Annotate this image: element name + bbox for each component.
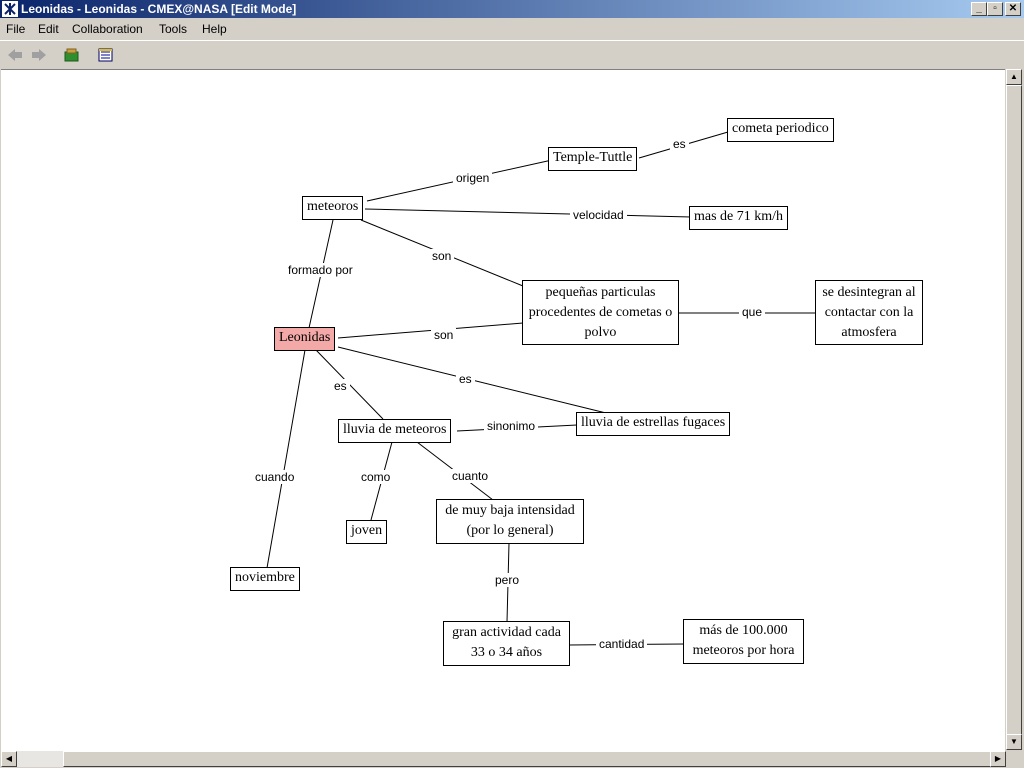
link-velocidad[interactable]: velocidad: [570, 208, 627, 222]
title-bar: Leonidas - Leonidas - CMEX@NASA [Edit Mo…: [0, 0, 1024, 18]
concept-lluvia-de-estrellas[interactable]: lluvia de estrellas fugaces: [576, 412, 731, 436]
scroll-up-arrow-icon[interactable]: ▲: [1006, 69, 1022, 85]
list-icon[interactable]: [97, 47, 115, 63]
restore-button[interactable]: ▫: [987, 2, 1003, 16]
concept-desintegran[interactable]: se desintegran al contactar con la atmos…: [815, 280, 923, 345]
toolbar: [0, 40, 1024, 68]
menu-tools[interactable]: Tools: [159, 22, 188, 36]
concept-temple-tuttle[interactable]: Temple-Tuttle: [548, 147, 638, 171]
menu-edit[interactable]: Edit: [38, 22, 59, 36]
menu-bar: File Edit Collaboration Tools Help: [0, 19, 1024, 39]
menu-collaboration[interactable]: Collaboration: [72, 22, 143, 36]
scroll-down-arrow-icon[interactable]: ▼: [1006, 734, 1022, 750]
concept-gran-actividad[interactable]: gran actividad cada 33 o 34 años: [443, 621, 570, 666]
link-son-leonidas[interactable]: son: [431, 328, 457, 342]
concept-leonidas[interactable]: Leonidas: [274, 327, 336, 351]
horizontal-scrollbar[interactable]: ◀ ▶: [1, 751, 1006, 767]
concept-map-canvas[interactable]: Temple-Tuttle cometa periodico meteoros …: [1, 69, 1005, 751]
link-que[interactable]: que: [739, 305, 766, 319]
scroll-right-arrow-icon[interactable]: ▶: [990, 751, 1006, 767]
window-title: Leonidas - Leonidas - CMEX@NASA [Edit Mo…: [21, 2, 297, 16]
app-icon: [2, 1, 18, 17]
concept-joven[interactable]: joven: [346, 520, 388, 544]
link-como[interactable]: como: [358, 470, 394, 484]
link-cantidad[interactable]: cantidad: [596, 637, 648, 651]
concept-meteoros[interactable]: meteoros: [302, 196, 364, 220]
close-button[interactable]: ✕: [1005, 2, 1021, 16]
arrow-right-icon[interactable]: [30, 47, 48, 63]
menu-help[interactable]: Help: [202, 22, 227, 36]
concept-noviembre[interactable]: noviembre: [230, 567, 300, 591]
link-es-cometa[interactable]: es: [670, 137, 689, 151]
concept-lluvia-de-meteoros[interactable]: lluvia de meteoros: [338, 419, 452, 443]
concept-cometa-periodico[interactable]: cometa periodico: [727, 118, 834, 142]
link-origen[interactable]: origen: [453, 171, 493, 185]
link-es-estrellas[interactable]: es: [456, 372, 475, 386]
concept-baja-intensidad[interactable]: de muy baja intensidad (por lo general): [436, 499, 584, 544]
concept-particulas[interactable]: pequeñas particulas procedentes de comet…: [522, 280, 679, 345]
link-sinonimo[interactable]: sinonimo: [484, 419, 539, 433]
link-es-lluvia[interactable]: es: [331, 379, 350, 393]
link-son-meteoros[interactable]: son: [429, 249, 455, 263]
arrow-left-icon[interactable]: [6, 47, 24, 63]
menu-file[interactable]: File: [6, 22, 26, 36]
concept-velocidad-valor[interactable]: mas de 71 km/h: [689, 206, 789, 230]
link-cuanto[interactable]: cuanto: [449, 469, 492, 483]
minimize-button[interactable]: _: [971, 2, 987, 16]
folder-icon[interactable]: [63, 47, 81, 63]
concept-mas-100000[interactable]: más de 100.000 meteoros por hora: [683, 619, 804, 664]
link-pero[interactable]: pero: [492, 573, 523, 587]
horizontal-scroll-thumb[interactable]: [63, 751, 991, 767]
scroll-left-arrow-icon[interactable]: ◀: [1, 751, 17, 767]
vertical-scrollbar[interactable]: ▲ ▼: [1006, 69, 1022, 750]
vertical-scroll-thumb[interactable]: [1006, 85, 1022, 736]
link-cuando[interactable]: cuando: [252, 470, 298, 484]
link-formado-por[interactable]: formado por: [285, 263, 356, 277]
